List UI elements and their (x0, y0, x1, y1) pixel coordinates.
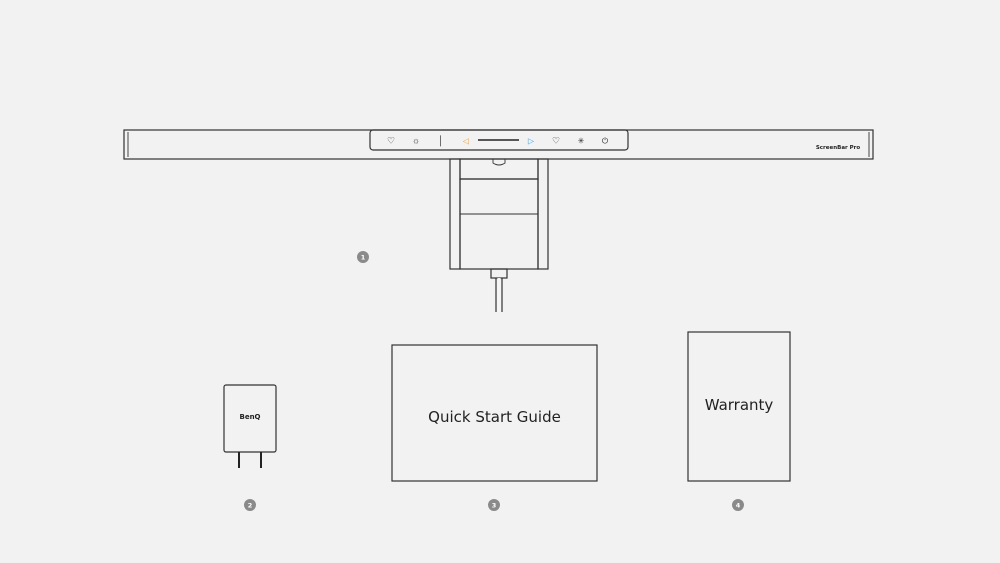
control-panel (369, 129, 629, 151)
warranty-title: Warranty (705, 396, 774, 414)
badge-4: 4 (732, 499, 744, 511)
brightness-icon: ☼ (412, 136, 420, 146)
monitor-clamp (449, 158, 549, 312)
badge-2: 2 (244, 499, 256, 511)
power-adapter: BenQ (223, 384, 277, 468)
auto-mode-icon: ♡ (387, 136, 395, 146)
favorite-icon: ♡ (552, 136, 560, 146)
guide-title: Quick Start Guide (428, 408, 561, 426)
adapter-brand-label: BenQ (239, 413, 260, 421)
quick-start-guide: Quick Start Guide (391, 344, 598, 482)
svg-text:2: 2 (248, 501, 253, 509)
power-icon: ⏻ (602, 137, 609, 146)
badge-3: 3 (488, 499, 500, 511)
screenbar-lamp: ♡ ☼ │ ◁ ▷ ♡ ✳ ⏻ ScreenBar Pro (123, 129, 874, 160)
night-mode-icon: ✳ (578, 137, 585, 146)
warranty-card: Warranty (687, 331, 791, 482)
badge-1: 1 (357, 251, 369, 263)
model-label: ScreenBar Pro (816, 145, 861, 151)
slider-right-arrow-icon: ▷ (528, 137, 535, 146)
svg-text:4: 4 (736, 501, 741, 509)
slider-left-arrow-icon: ◁ (462, 137, 469, 146)
svg-text:3: 3 (492, 501, 497, 509)
svg-text:1: 1 (361, 253, 366, 261)
temperature-icon: │ (438, 135, 444, 147)
